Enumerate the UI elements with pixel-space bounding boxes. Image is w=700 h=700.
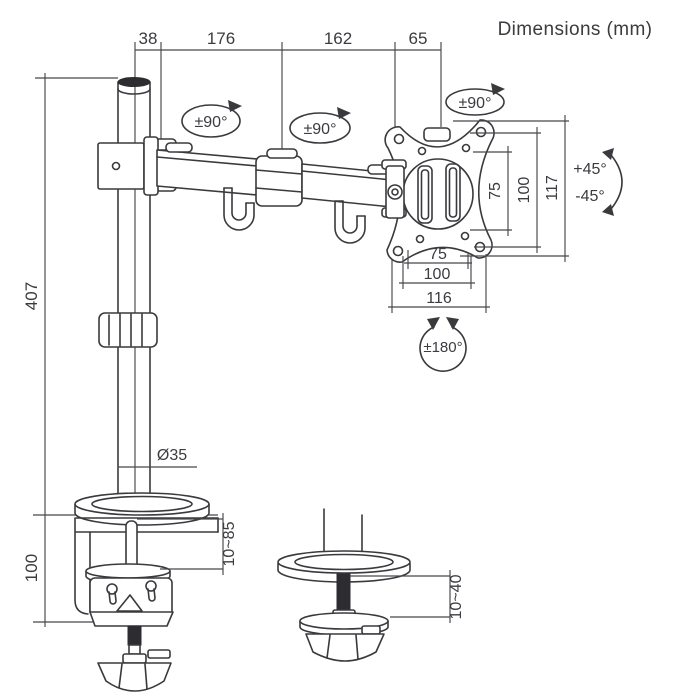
desk-clamp-mount — [74, 492, 219, 692]
vesa-rotation-disc — [402, 158, 474, 230]
pan-annotation: ±180° — [419, 317, 467, 372]
swivel-label-1: ±90° — [195, 114, 228, 131]
cable-hook-1 — [223, 187, 255, 231]
cable-collar — [98, 312, 158, 348]
swivel-annotation-3: ±90° — [445, 83, 505, 116]
top-dim-176: 176 — [207, 29, 235, 48]
vesa-dim-116: 116 — [426, 290, 452, 307]
grommet-rod — [336, 573, 351, 615]
pole-diameter-label: Ø35 — [157, 447, 187, 464]
top-dim-65: 65 — [409, 29, 428, 48]
tilt-down-label: -45° — [575, 188, 605, 205]
pole-diameter-callout: Ø35 — [118, 447, 197, 468]
top-dimension-chain: 38 176 162 65 — [134, 29, 442, 497]
swivel-label-3: ±90° — [459, 95, 492, 112]
top-dim-162: 162 — [324, 29, 352, 48]
pole-top-cap — [117, 77, 151, 87]
vesa-plate — [381, 119, 495, 263]
arm-middle-hinge — [255, 155, 303, 207]
vesa-dim-100v: 100 — [516, 177, 533, 204]
cable-hook-2 — [334, 200, 366, 244]
articulating-arm — [97, 136, 395, 244]
top-dim-38: 38 — [139, 29, 158, 48]
grommet-knob — [305, 633, 385, 662]
vesa-dim-75v: 75 — [487, 182, 504, 200]
vesa-vertical-dimensions: 75 100 117 — [453, 115, 569, 262]
pole-clamp-bracket — [97, 142, 145, 190]
vesa-dim-117: 117 — [544, 175, 561, 201]
diagram-title: Dimensions (mm) — [498, 19, 653, 40]
swivel-label-2: ±90° — [304, 121, 337, 138]
clamp-height-label: 100 — [22, 554, 41, 582]
clamp-range-dimension: 10~85 — [137, 513, 238, 575]
tilt-screw — [387, 184, 403, 200]
clamp-knob — [97, 662, 172, 692]
vesa-slot-left — [417, 165, 433, 224]
pan-label: ±180° — [423, 339, 462, 356]
vesa-slot-right — [445, 163, 461, 222]
clamp-lower-arm — [89, 611, 174, 627]
vesa-dim-75h: 75 — [429, 246, 447, 263]
grommet-range-label: 10~40 — [448, 574, 465, 619]
swivel-annotation-2: ±90° — [289, 107, 351, 144]
grommet-range-dimension: 10~40 — [350, 570, 465, 623]
tilt-annotation: +45° -45° — [573, 148, 623, 216]
vesa-horizontal-dimensions: 75 100 116 — [388, 246, 490, 313]
clamp-range-label: 10~85 — [221, 521, 238, 566]
swivel-annotation-1: ±90° — [181, 100, 242, 138]
grommet-lower-disc — [299, 612, 389, 630]
tilt-up-label: +45° — [573, 161, 607, 178]
grommet-mount — [277, 508, 411, 662]
vesa-dim-100h: 100 — [424, 266, 451, 283]
pole-height-label: 407 — [22, 282, 41, 310]
bracket-screw-hole — [111, 161, 121, 171]
